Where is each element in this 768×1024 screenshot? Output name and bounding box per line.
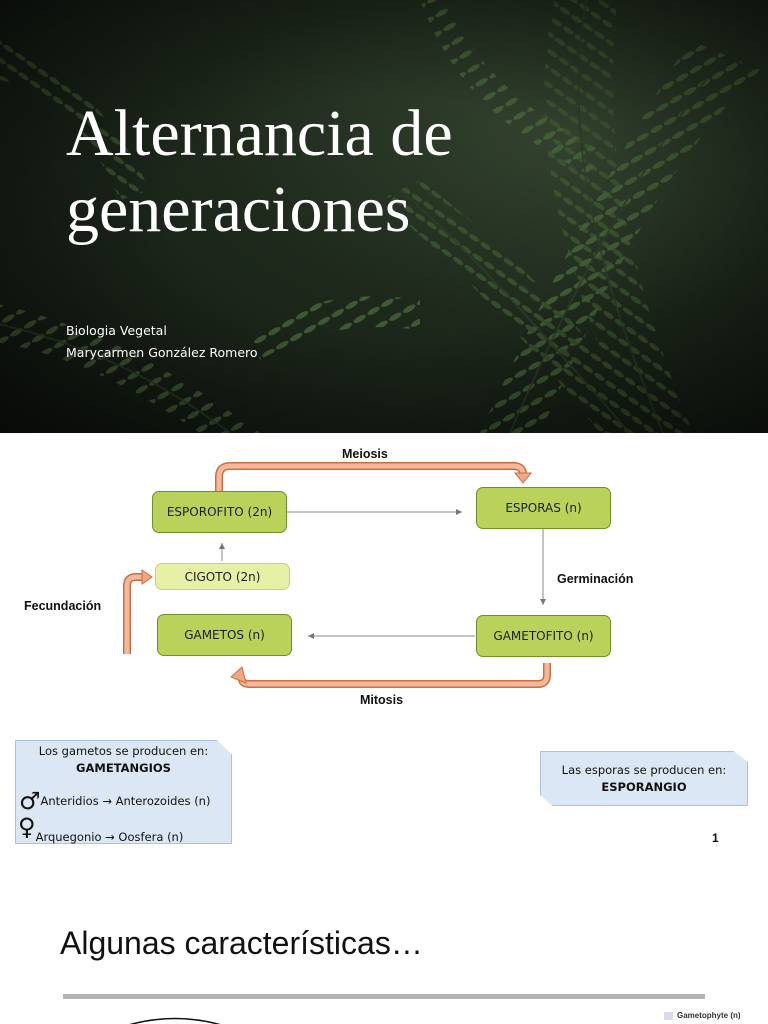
germinacion-label: Germinación xyxy=(557,572,634,586)
mitosis-label: Mitosis xyxy=(360,693,404,707)
fecundacion-label: Fecundación xyxy=(24,599,102,613)
female-row: ♀Arquegonio → Oosfera (n) xyxy=(18,815,184,844)
cycle-arrows xyxy=(123,462,551,688)
arquegonio-text: Arquegonio → Oosfera (n) xyxy=(35,830,184,844)
diagram-arc-fragment xyxy=(129,1017,221,1024)
course-name: Biologia Vegetal xyxy=(66,323,167,338)
legend-swatch xyxy=(664,1011,673,1020)
characteristics-heading: Algunas características… xyxy=(60,925,423,961)
gametofito-box: GAMETOFITO (n) xyxy=(476,615,611,657)
legend-label: Gametophyte (n) xyxy=(677,1011,741,1020)
esporangio-term: ESPORANGIO xyxy=(601,780,687,794)
gametangios-note: Los gametos se producen en: GAMETANGIOS … xyxy=(15,740,232,844)
title-line-2: generaciones xyxy=(66,173,411,246)
author-name: Marycarmen González Romero xyxy=(66,345,258,360)
esporangio-intro: Las esporas se producen en: xyxy=(561,763,727,777)
life-cycle-slide: ESPOROFITO (2n) ESPORAS (n) CIGOTO (2n) … xyxy=(0,433,768,865)
gametangios-intro: Los gametos se producen en: xyxy=(38,744,209,758)
characteristics-slide: Algunas características… Gametophyte (n) xyxy=(0,865,768,1024)
heading-rule xyxy=(63,994,705,999)
title-line-1: Alternancia de xyxy=(66,97,453,170)
anteridios-text: Anteridios → Anterozoides (n) xyxy=(40,794,211,808)
esporangio-note: Las esporas se producen en: ESPORANGIO xyxy=(540,751,748,806)
slide-subtitle: Biologia Vegetal Marycarmen González Rom… xyxy=(66,320,258,364)
mitosis-arrow xyxy=(230,663,551,688)
page-number: 1 xyxy=(712,831,719,845)
cigoto-box: CIGOTO (2n) xyxy=(155,563,290,590)
female-symbol-icon: ♀ xyxy=(18,813,36,841)
fern-background-image xyxy=(0,0,768,433)
gametangios-term: GAMETANGIOS xyxy=(76,761,171,775)
fecundacion-arrow xyxy=(123,569,153,654)
title-slide: Alternancia de generaciones Biologia Veg… xyxy=(0,0,768,433)
esporofito-box: ESPOROFITO (2n) xyxy=(152,491,287,533)
meiosis-arrow xyxy=(215,462,533,491)
gametophyte-legend: Gametophyte (n) xyxy=(664,1011,741,1020)
esporas-box: ESPORAS (n) xyxy=(476,487,611,529)
slide-title: Alternancia de generaciones xyxy=(66,96,586,248)
male-row: ♂Anteridios → Anterozoides (n) xyxy=(19,789,210,813)
male-symbol-icon: ♂ xyxy=(19,787,41,815)
meiosis-label: Meiosis xyxy=(342,447,388,461)
gametos-box: GAMETOS (n) xyxy=(157,614,292,656)
